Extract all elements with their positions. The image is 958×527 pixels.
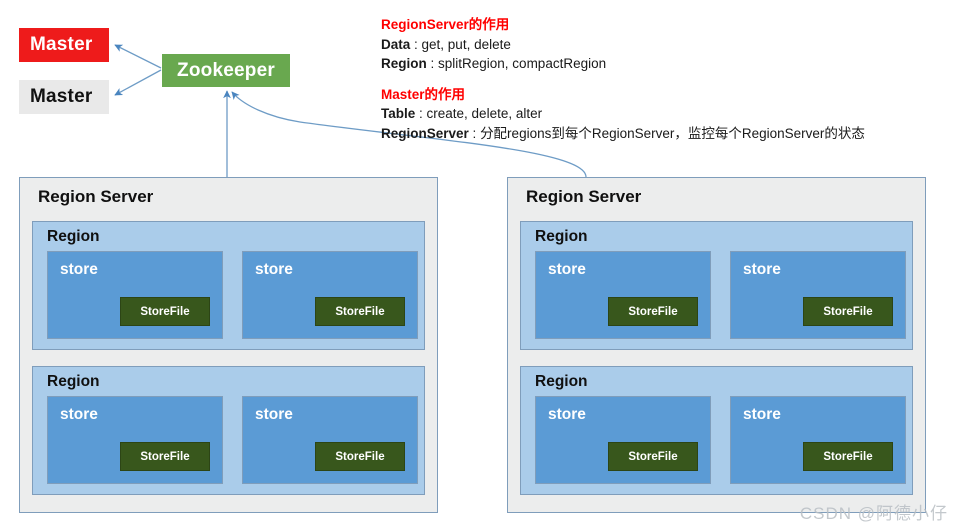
annotation-value-table: create, delete, alter — [426, 106, 543, 121]
store-right-2-2-title: store — [743, 406, 781, 423]
annotation-sep-region: : — [426, 56, 439, 71]
store-left-2-1[interactable]: store StoreFile — [47, 396, 223, 484]
annotation-value-regionserver: 分配regions到每个RegionServer，监控每个RegionServe… — [480, 125, 865, 141]
annotation-line-region: Region : splitRegion, compactRegion — [381, 54, 956, 74]
annotation-line-regionserver: RegionServer : 分配regions到每个RegionServer，… — [381, 124, 956, 144]
annotation-heading-master: Master的作用 — [381, 86, 466, 102]
annotation-spacer — [381, 74, 956, 85]
region-left-2[interactable]: Region store StoreFile store StoreFile — [32, 366, 425, 495]
annotation-heading-regionserver: RegionServer的作用 — [381, 17, 510, 32]
region-right-2[interactable]: Region store StoreFile store StoreFile — [520, 366, 913, 495]
store-left-1-1-title: store — [60, 261, 98, 278]
store-left-2-1-title: store — [60, 406, 98, 423]
region-server-left[interactable]: Region Server Region store StoreFile sto… — [19, 177, 438, 513]
annotation-value-region: splitRegion, compactRegion — [438, 56, 607, 71]
store-left-2-2-title: store — [255, 406, 293, 423]
store-left-1-1[interactable]: store StoreFile — [47, 251, 223, 339]
annotation-label-regionserver: RegionServer — [381, 125, 469, 141]
annotation-text-block: RegionServer的作用 Data : get, put, delete … — [381, 15, 956, 143]
annotation-label-region: Region — [381, 56, 427, 71]
store-left-2-2[interactable]: store StoreFile — [242, 396, 418, 484]
store-right-1-2-title: store — [743, 261, 781, 278]
watermark: CSDN @阿德小仔 — [799, 504, 948, 523]
store-right-2-1-title: store — [548, 406, 586, 423]
annotation-value-data: get, put, delete — [421, 36, 511, 52]
arrow-zookeeper-to-master-standby — [114, 69, 162, 96]
region-right-1-title: Region — [535, 228, 588, 245]
region-left-2-title: Region — [47, 373, 100, 390]
annotation-line-data: Data : get, put, delete — [381, 35, 956, 55]
zookeeper-label: Zookeeper — [177, 59, 275, 81]
master-active-label: Master — [30, 34, 93, 55]
annotation-sep-regionserver: : — [468, 125, 481, 141]
region-server-right[interactable]: Region Server Region store StoreFile sto… — [507, 177, 926, 513]
storefile-left-2-2[interactable]: StoreFile — [315, 442, 405, 471]
annotation-sep-data: : — [410, 36, 422, 52]
region-server-left-title: Region Server — [38, 187, 154, 206]
store-right-1-2[interactable]: store StoreFile — [730, 251, 906, 339]
master-active-node[interactable]: Master — [19, 28, 109, 62]
annotation-label-table: Table — [381, 106, 416, 121]
storefile-right-1-1[interactable]: StoreFile — [608, 297, 698, 326]
region-right-1[interactable]: Region store StoreFile store StoreFile — [520, 221, 913, 350]
annotation-label-data: Data — [381, 36, 411, 52]
storefile-right-1-2[interactable]: StoreFile — [803, 297, 893, 326]
arrow-zookeeper-to-master-active — [114, 44, 162, 69]
storefile-left-2-1[interactable]: StoreFile — [120, 442, 210, 471]
store-right-1-1[interactable]: store StoreFile — [535, 251, 711, 339]
annotation-sep-table: : — [415, 106, 427, 121]
region-left-1-title: Region — [47, 228, 100, 245]
storefile-left-1-2[interactable]: StoreFile — [315, 297, 405, 326]
store-left-1-2-title: store — [255, 261, 293, 278]
store-left-1-2[interactable]: store StoreFile — [242, 251, 418, 339]
zookeeper-node[interactable]: Zookeeper — [162, 54, 290, 87]
master-standby-label: Master — [30, 86, 93, 107]
store-right-2-2[interactable]: store StoreFile — [730, 396, 906, 484]
storefile-right-2-2[interactable]: StoreFile — [803, 442, 893, 471]
storefile-left-1-1[interactable]: StoreFile — [120, 297, 210, 326]
store-right-2-1[interactable]: store StoreFile — [535, 396, 711, 484]
region-server-right-title: Region Server — [526, 187, 642, 206]
region-left-1[interactable]: Region store StoreFile store StoreFile — [32, 221, 425, 350]
annotation-line-table: Table : create, delete, alter — [381, 104, 956, 124]
master-standby-node[interactable]: Master — [19, 80, 109, 114]
storefile-right-2-1[interactable]: StoreFile — [608, 442, 698, 471]
region-right-2-title: Region — [535, 373, 588, 390]
store-right-1-1-title: store — [548, 261, 586, 278]
